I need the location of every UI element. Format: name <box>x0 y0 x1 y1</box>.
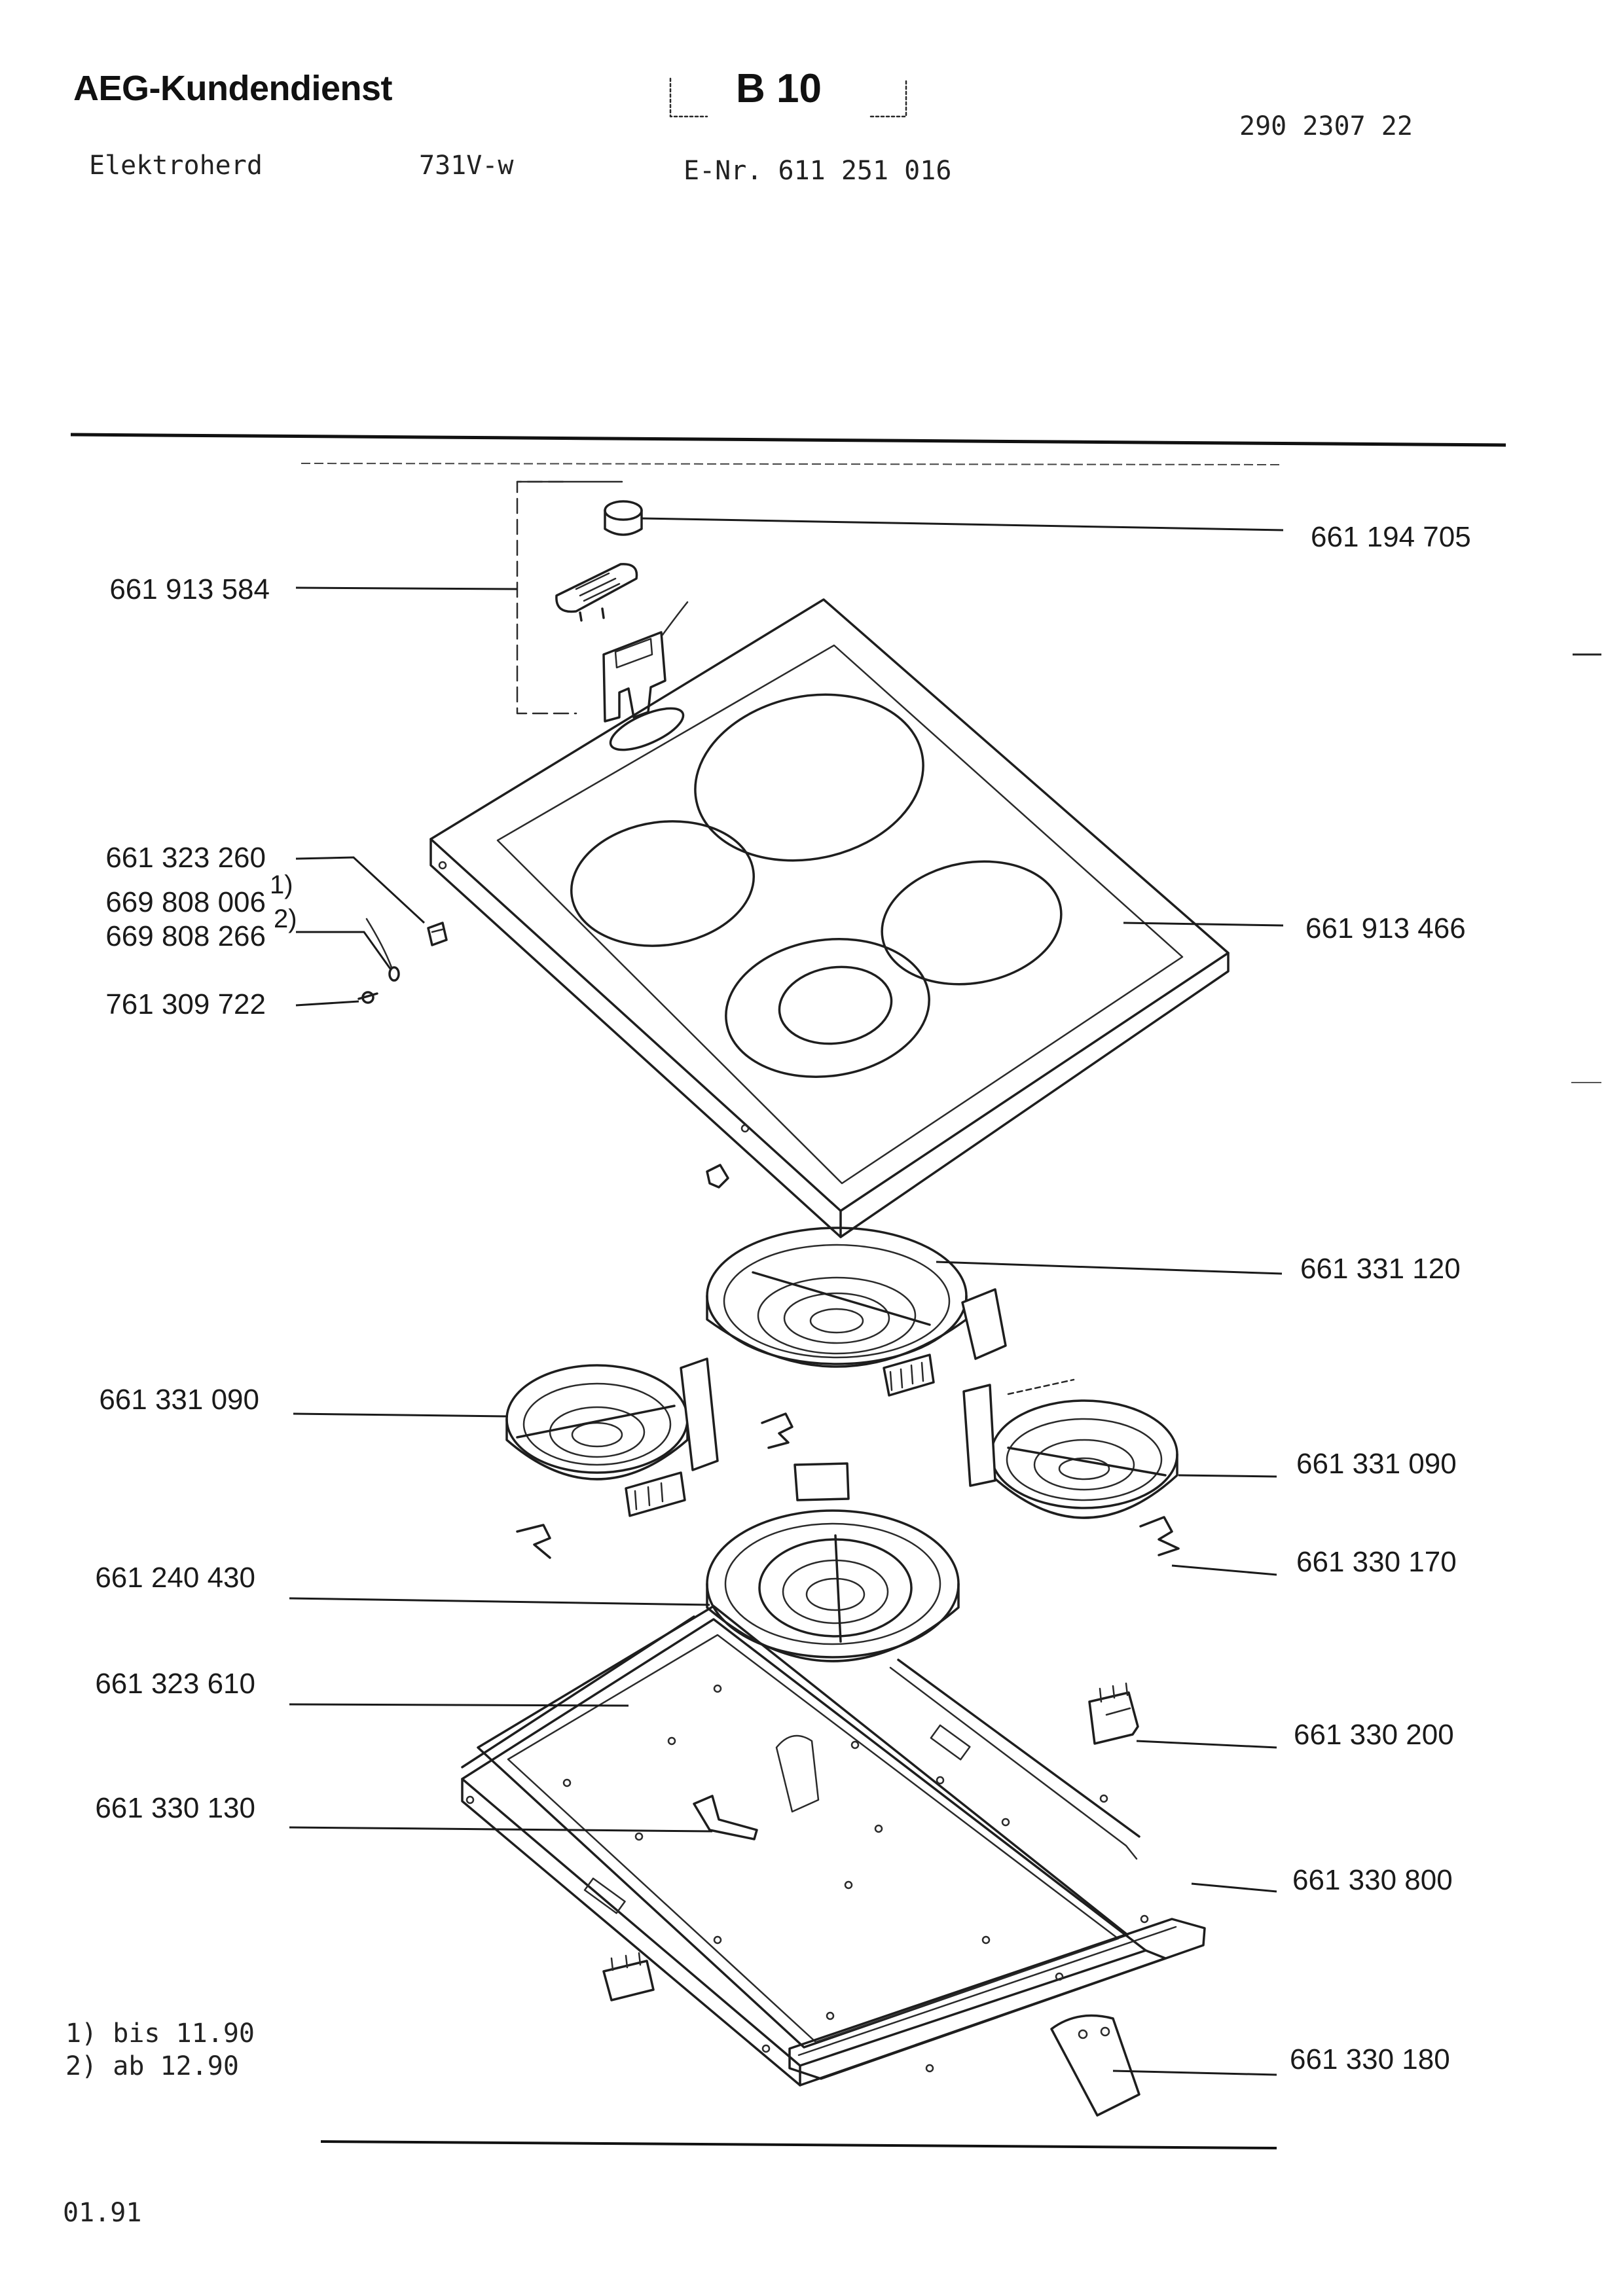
label-knob: 661 194 705 <box>1311 521 1471 553</box>
heater-clip-part <box>1139 1516 1180 1556</box>
bottom-rule <box>320 2140 1277 2149</box>
lamp-holder-part <box>602 601 689 723</box>
label-hob-frame: 661 913 466 <box>1305 912 1466 944</box>
clip-part-2 <box>761 1412 793 1449</box>
label-lamp-variant-2: 669 808 266 <box>105 920 266 952</box>
bracket-part <box>693 1795 758 1840</box>
lamp-socket-part <box>365 918 400 982</box>
footer-date: 01.91 <box>63 2198 142 2228</box>
base-tray-part <box>461 1605 1167 2087</box>
label-left-heater: 661 331 090 <box>99 1384 259 1416</box>
hob-frame-part <box>429 598 1230 1238</box>
footnote-1: 1) bis 11.90 <box>65 2018 255 2049</box>
code-bracket-left <box>669 77 708 118</box>
label-large-heater: 661 331 120 <box>1300 1253 1461 1285</box>
section-code: B 10 <box>736 66 822 111</box>
top-rule-secondary <box>301 463 1284 465</box>
label-screw: 761 309 722 <box>105 988 266 1020</box>
brand-title: AEG-Kundendienst <box>73 69 393 108</box>
e-number: E-Nr. 611 251 016 <box>684 156 952 186</box>
label-connector-terminal: 661 323 260 <box>105 842 266 874</box>
right-heater-part <box>962 1378 1178 1519</box>
label-mounting-bracket: 661 330 180 <box>1290 2043 1450 2075</box>
mounting-bracket-part <box>1050 2014 1140 2117</box>
leader-lines <box>289 517 1284 2076</box>
terminal-block-part <box>1088 1682 1139 1745</box>
clip-part-3 <box>516 1524 551 1559</box>
label-terminal-block: 661 330 200 <box>1294 1719 1454 1751</box>
top-rule <box>70 433 1506 447</box>
footnote-2: 2) ab 12.90 <box>65 2051 239 2081</box>
model-code: 731V-w <box>419 151 514 181</box>
label-lamp-variant-1: 669 808 006 <box>105 886 266 918</box>
indicator-lens-part <box>555 563 638 622</box>
document-number: 290 2307 22 <box>1239 111 1413 141</box>
label-side-rail: 661 330 800 <box>1292 1864 1453 1896</box>
side-rail-part <box>788 1918 1206 2080</box>
label-lamp-variant-1-ref: 1) <box>270 870 293 899</box>
dual-heater-part <box>706 1462 960 1662</box>
label-bracket: 661 330 130 <box>95 1792 255 1824</box>
label-dual-heater: 661 240 430 <box>95 1562 255 1594</box>
label-right-heater: 661 331 090 <box>1296 1448 1457 1480</box>
connector-terminal-part <box>427 922 448 946</box>
product-name: Elektroherd <box>89 151 263 181</box>
screw-part <box>357 991 378 1004</box>
label-indicator-assembly: 661 913 584 <box>109 573 270 605</box>
code-bracket-right <box>869 79 907 118</box>
large-heater-part <box>706 1227 1007 1397</box>
label-lamp-variant-2-ref: 2) <box>274 905 297 933</box>
label-base-tray: 661 323 610 <box>95 1668 255 1700</box>
label-heater-clip: 661 330 170 <box>1296 1546 1457 1578</box>
knob-part <box>604 500 643 536</box>
clip-part-1 <box>706 1164 729 1189</box>
small-terminal-part <box>602 1952 655 2001</box>
left-heater-part <box>505 1357 719 1517</box>
